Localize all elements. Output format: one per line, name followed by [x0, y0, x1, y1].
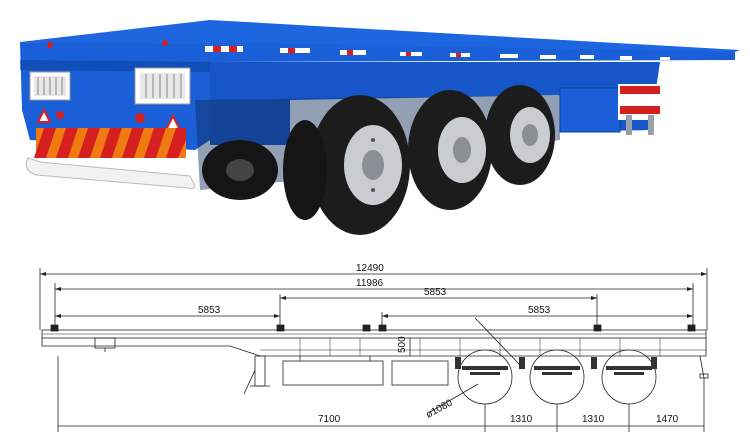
drawing-wheels [457, 349, 657, 405]
drawing-toolbox [282, 360, 384, 386]
dim-span-middle: 5853 [424, 287, 447, 298]
dim-axle-spacing-2: 1310 [582, 414, 605, 425]
wheel-middle [408, 90, 492, 210]
toolbox [559, 87, 621, 133]
rear-lamp-right [134, 67, 191, 105]
red-reflector-right [135, 113, 145, 123]
dim-wheel-diameter: ø1080 [424, 397, 455, 420]
rear-bumper [25, 157, 195, 189]
chevron-reflective-strip [34, 128, 186, 158]
dimension-labels: 12490 11986 5853 5853 5853 500 ø1080 710… [198, 263, 679, 425]
drawing-main-beam [41, 338, 707, 357]
technical-drawing [39, 268, 709, 432]
dim-axle-spacing-1: 1310 [510, 414, 533, 425]
wheel-inner-rear [283, 120, 327, 220]
dim-deck-length: 11986 [356, 278, 384, 289]
drawing-twistlocks [50, 324, 696, 332]
dim-kingpin-to-axle: 7100 [318, 414, 341, 425]
trailer-photo [20, 20, 740, 235]
drawing-suspension [455, 357, 657, 375]
dim-rear-overhang: 1470 [656, 414, 679, 425]
deck-top [20, 20, 740, 58]
side-beam [210, 62, 660, 145]
dim-frame-height: 500 [397, 336, 408, 353]
spare-wheel-underbody [202, 140, 278, 200]
dimension-arrows [40, 272, 707, 318]
warning-triangle-left [36, 107, 52, 123]
wheel-rear [310, 95, 410, 235]
red-reflector-left [56, 111, 64, 119]
dim-overall-length: 12490 [356, 263, 384, 274]
wheel-front [485, 85, 555, 185]
rear-lamp-left [29, 71, 71, 101]
drawing-landing-gear [243, 355, 270, 395]
side-marker-strips [205, 46, 670, 60]
dim-span-right: 5853 [528, 305, 551, 316]
dim-span-left: 5853 [198, 305, 221, 316]
deck-side-rail [210, 42, 735, 62]
